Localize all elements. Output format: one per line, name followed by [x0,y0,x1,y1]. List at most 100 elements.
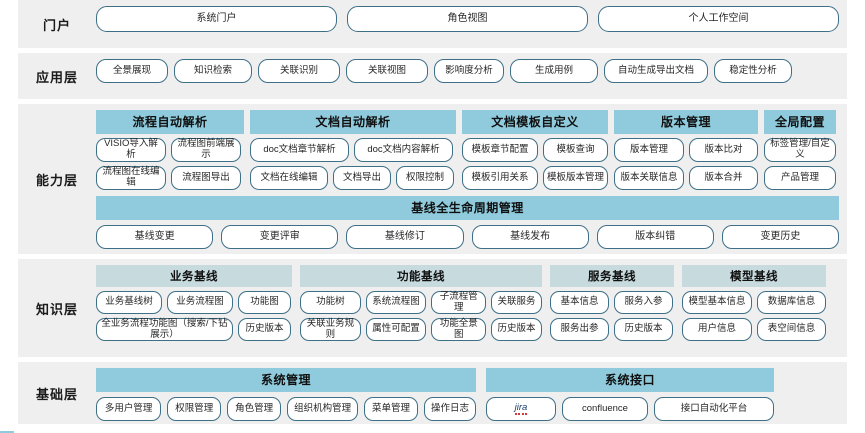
app-item-knowledge-search[interactable]: 知识检索 [174,59,252,83]
know-item-subflow-management[interactable]: 子流程管理 [431,291,487,314]
group-title-service-baseline: 服务基线 [550,265,674,287]
cap-item-version-relation-info[interactable]: 版本关联信息 [614,166,684,190]
know-item-service-input-param[interactable]: 服务入参 [614,291,673,314]
cap-item-flow-frontend-display[interactable]: 流程图前端展示 [171,138,241,162]
cap-item-version-merge[interactable]: 版本合并 [689,166,758,190]
layer-band-application: 应用层 全景展现 知识检索 关联识别 关联视图 影响度分析 生成用例 自动生成导… [18,53,847,99]
layer-label-capability: 能力层 [35,172,78,188]
lifecycle-item-baseline-change[interactable]: 基线变更 [96,225,214,249]
lifecycle-item-baseline-revision[interactable]: 基线修订 [346,225,464,249]
group-title-version-mgmt: 版本管理 [614,110,758,134]
capability-group-row: 流程自动解析 VISIO导入解析 流程图前端展示 流程图在线编辑 流程图导出 文… [96,110,839,190]
know-item-function-panorama[interactable]: 功能全景图 [431,318,487,341]
lifecycle-button-row: 基线变更 变更评审 基线修订 基线发布 版本纠错 变更历史 [96,225,840,249]
knowledge-group-service-baseline: 服务基线 基本信息 服务入参 服务出参 历史版本 [550,265,674,341]
know-item-user-info[interactable]: 用户信息 [682,318,752,341]
foundation-group-row: 系统管理 多用户管理 权限管理 角色管理 组织机构管理 菜单管理 操作日志 系统… [96,368,839,421]
app-item-relation-recognition[interactable]: 关联识别 [258,59,340,83]
know-item-related-business-rule[interactable]: 关联业务规则 [300,318,361,341]
cap-item-doc-chapter-parse[interactable]: doc文档章节解析 [250,138,349,162]
know-item-service-output-param[interactable]: 服务出参 [550,318,609,341]
group-title-doc-template: 文档模板自定义 [462,110,608,134]
group-title-baseline-lifecycle: 基线全生命周期管理 [96,196,839,220]
cap-item-template-chapter-config[interactable]: 模板章节配置 [462,138,538,162]
found-item-role-management[interactable]: 角色管理 [227,397,282,421]
layer-label-knowledge: 知识层 [35,301,78,317]
found-item-multi-user-management[interactable]: 多用户管理 [96,397,162,421]
cap-item-template-reference[interactable]: 模板引用关系 [462,166,538,190]
cap-item-flow-export[interactable]: 流程图导出 [171,166,241,190]
know-item-service-basic-info[interactable]: 基本信息 [550,291,609,314]
foundation-group-system-interface: 系统接口 jira confluence 接口自动化平台 [486,368,774,421]
jira-label: jira [514,402,528,416]
layer-label-application: 应用层 [35,69,78,85]
cap-item-product-management[interactable]: 产品管理 [764,166,836,190]
layer-body-application: 全景展现 知识检索 关联识别 关联视图 影响度分析 生成用例 自动生成导出文档 … [96,53,847,99]
know-item-system-flowchart[interactable]: 系统流程图 [365,291,427,314]
cap-item-doc-content-parse[interactable]: doc文档内容解析 [354,138,453,162]
know-item-attribute-configurable[interactable]: 属性可配置 [365,318,427,341]
group-title-system-interface: 系统接口 [486,368,774,392]
app-item-auto-export-doc[interactable]: 自动生成导出文档 [604,59,708,83]
knowledge-group-business-baseline: 业务基线 业务基线树 业务流程图 功能图 全业务流程功能图（搜索/下钻展示） 历… [96,265,292,341]
know-item-function-tree[interactable]: 功能树 [300,291,361,314]
app-item-generate-testcase[interactable]: 生成用例 [510,59,598,83]
app-item-panorama[interactable]: 全景展现 [96,59,168,83]
capability-group-doc-parse: 文档自动解析 doc文档章节解析 doc文档内容解析 文档在线编辑 文档导出 权… [250,110,456,190]
layer-label-foundation: 基础层 [35,386,78,402]
know-item-business-baseline-tree[interactable]: 业务基线树 [96,291,162,314]
foundation-group-system-management: 系统管理 多用户管理 权限管理 角色管理 组织机构管理 菜单管理 操作日志 [96,368,477,421]
portal-item-personal-workspace[interactable]: 个人工作空间 [598,6,839,32]
cap-item-version-compare[interactable]: 版本比对 [689,138,758,162]
layer-body-foundation: 系统管理 多用户管理 权限管理 角色管理 组织机构管理 菜单管理 操作日志 系统… [96,362,847,424]
bottom-accent-rule [0,431,14,433]
found-item-permission-management[interactable]: 权限管理 [167,397,222,421]
found-item-org-structure-management[interactable]: 组织机构管理 [287,397,359,421]
layer-band-foundation: 基础层 系统管理 多用户管理 权限管理 角色管理 组织机构管理 菜单管理 操作日… [18,362,847,424]
knowledge-group-row: 业务基线 业务基线树 业务流程图 功能图 全业务流程功能图（搜索/下钻展示） 历… [96,265,839,341]
layer-band-portal: 门户 系统门户 角色视图 个人工作空间 [18,0,847,48]
capability-group-doc-template: 文档模板自定义 模板章节配置 模板查询 模板引用关系 模板版本管理 [462,110,608,190]
know-item-tablespace-info[interactable]: 表空间信息 [757,318,826,341]
cap-item-doc-online-edit[interactable]: 文档在线编辑 [250,166,328,190]
found-item-operation-log[interactable]: 操作日志 [424,397,477,421]
cap-item-version-manage[interactable]: 版本管理 [614,138,684,162]
found-item-confluence[interactable]: confluence [562,397,648,421]
lifecycle-item-baseline-release[interactable]: 基线发布 [471,225,589,249]
lifecycle-item-change-history[interactable]: 变更历史 [721,225,840,249]
cap-item-template-query[interactable]: 模板查询 [543,138,608,162]
cap-item-template-version-mgmt[interactable]: 模板版本管理 [543,166,608,190]
app-item-stability-analysis[interactable]: 稳定性分析 [714,59,792,83]
portal-item-role-view[interactable]: 角色视图 [347,6,588,32]
found-item-interface-automation-platform[interactable]: 接口自动化平台 [654,397,774,421]
know-item-model-basic-info[interactable]: 模型基本信息 [682,291,752,314]
cap-item-flow-online-edit[interactable]: 流程图在线编辑 [96,166,166,190]
layer-body-knowledge: 业务基线 业务基线树 业务流程图 功能图 全业务流程功能图（搜索/下钻展示） 历… [96,259,847,357]
know-item-history-version-service[interactable]: 历史版本 [614,318,673,341]
know-item-history-version-function[interactable]: 历史版本 [491,318,543,341]
cap-item-tag-management[interactable]: 标签管理/自定义 [764,138,836,162]
capability-group-global-config: 全局配置 标签管理/自定义 产品管理 [764,110,836,190]
know-item-related-service[interactable]: 关联服务 [491,291,543,314]
application-button-row: 全景展现 知识检索 关联识别 关联视图 影响度分析 生成用例 自动生成导出文档 … [96,59,839,83]
know-item-full-business-flow-function-diagram[interactable]: 全业务流程功能图（搜索/下钻展示） [96,318,233,341]
cap-item-visio-import[interactable]: VISIO导入解析 [96,138,166,162]
portal-item-system-portal[interactable]: 系统门户 [96,6,337,32]
app-item-relation-view[interactable]: 关联视图 [346,59,428,83]
know-item-function-diagram[interactable]: 功能图 [238,291,291,314]
cap-item-doc-export[interactable]: 文档导出 [333,166,391,190]
cap-item-permission-control[interactable]: 权限控制 [396,166,454,190]
know-item-business-flowchart[interactable]: 业务流程图 [167,291,233,314]
layer-band-capability: 能力层 流程自动解析 VISIO导入解析 流程图前端展示 流程图在线编辑 流程图… [18,104,847,254]
capability-group-flow-parse: 流程自动解析 VISIO导入解析 流程图前端展示 流程图在线编辑 流程图导出 [96,110,244,190]
lifecycle-item-version-correction[interactable]: 版本纠错 [596,225,714,249]
know-item-database-info[interactable]: 数据库信息 [757,291,826,314]
group-title-function-baseline: 功能基线 [300,265,542,287]
found-item-jira[interactable]: jira [486,397,556,421]
know-item-history-version-business[interactable]: 历史版本 [238,318,291,341]
found-item-menu-management[interactable]: 菜单管理 [364,397,419,421]
lifecycle-item-change-review[interactable]: 变更评审 [221,225,339,249]
app-item-impact-analysis[interactable]: 影响度分析 [434,59,504,83]
portal-button-row: 系统门户 角色视图 个人工作空间 [96,6,839,32]
